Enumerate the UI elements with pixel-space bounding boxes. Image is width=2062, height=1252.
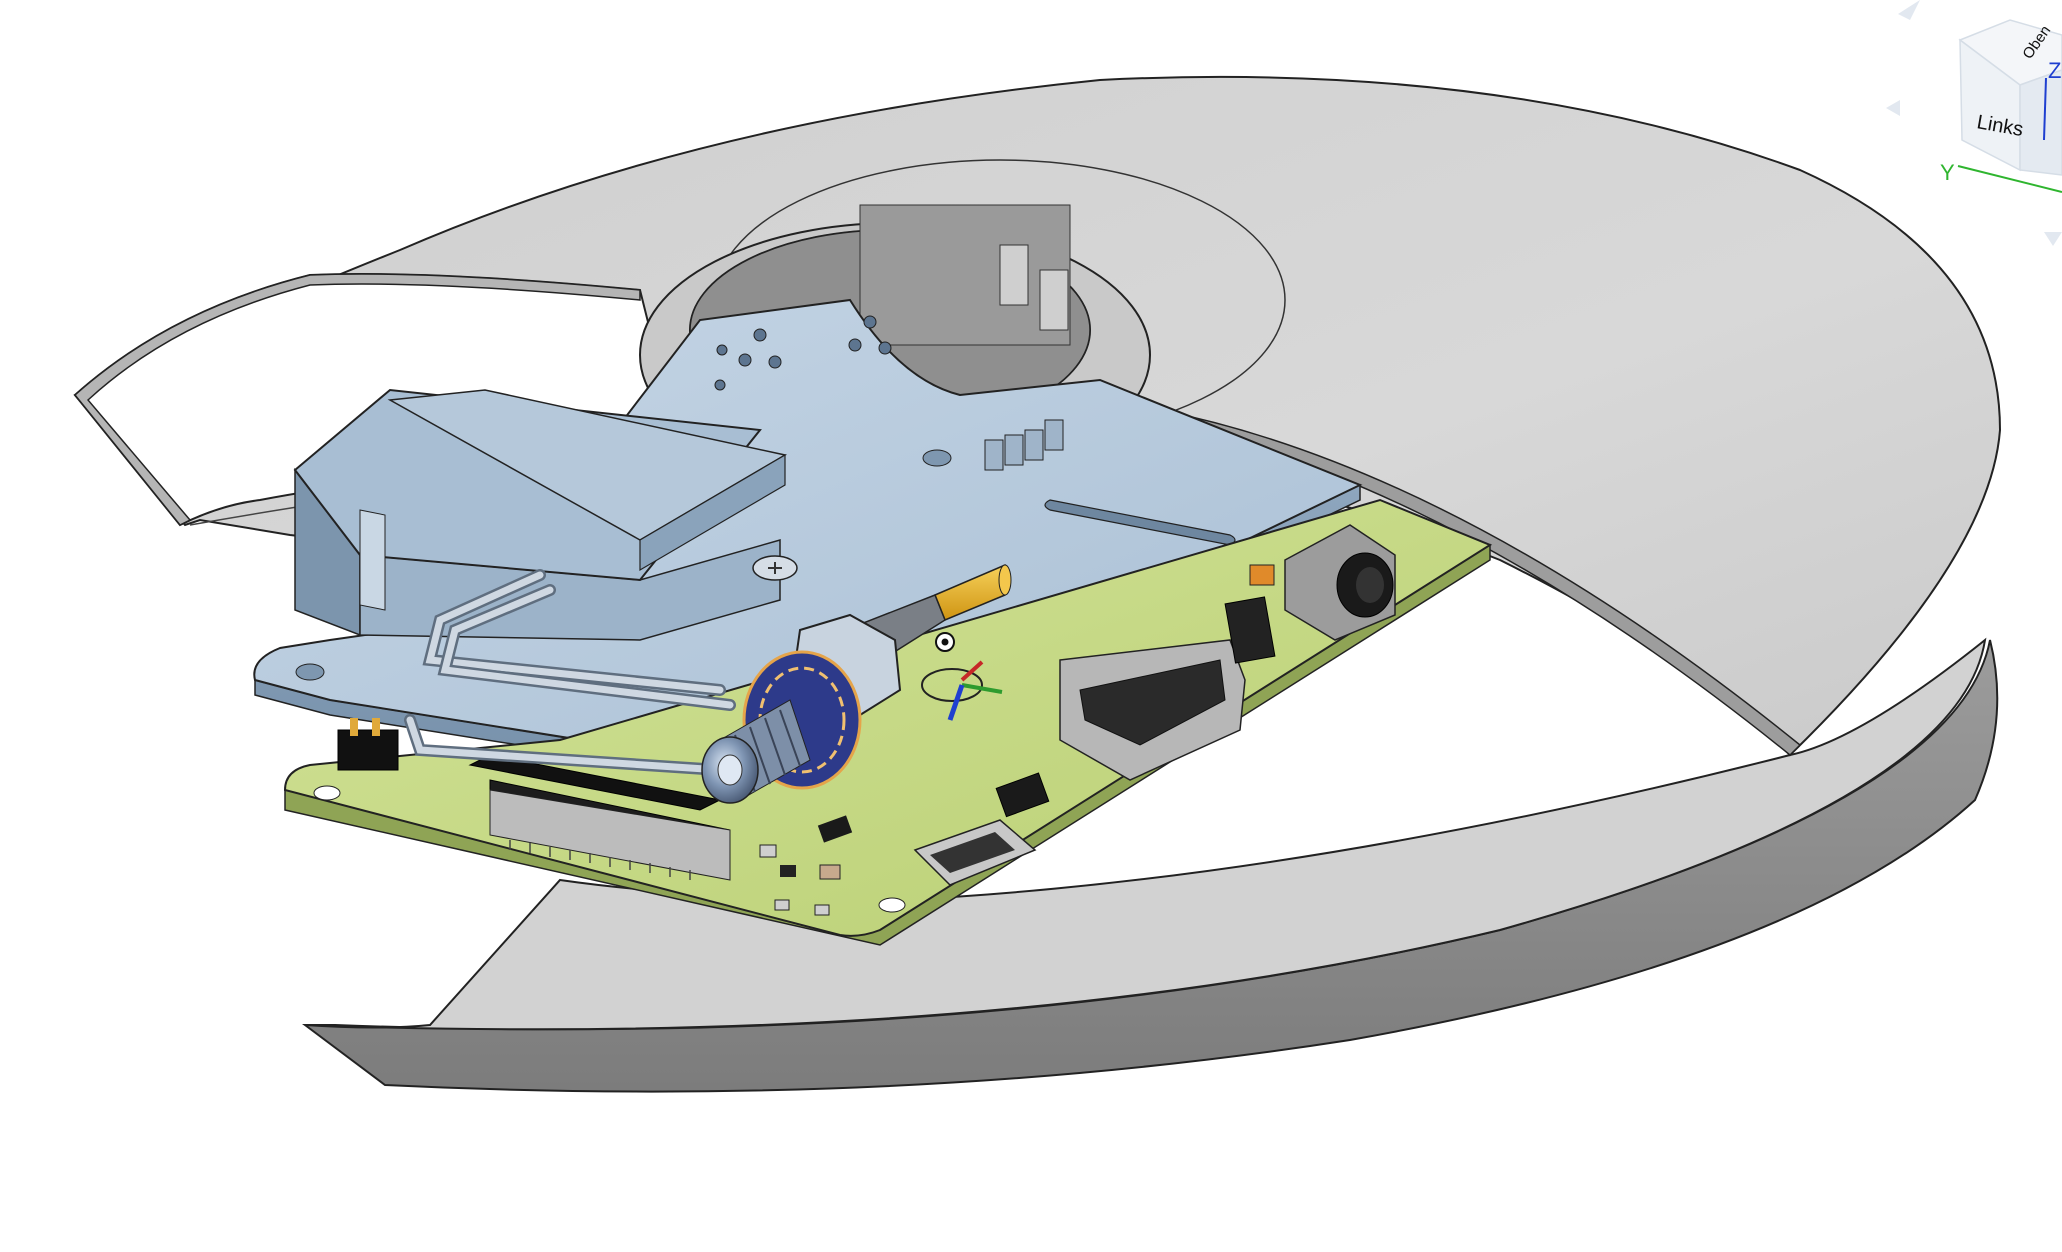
y-axis-label: Y	[1940, 160, 1955, 185]
triad-icon[interactable]	[921, 660, 1003, 721]
rotate-arrow-icon[interactable]	[1886, 100, 1900, 116]
wires	[404, 569, 736, 776]
pin-header	[337, 729, 399, 771]
z-axis-label: Z	[2048, 58, 2061, 83]
sma-connector[interactable]	[701, 564, 1012, 804]
viewcube-front-face[interactable]	[2019, 69, 2062, 176]
mate-connector-icon[interactable]	[935, 632, 955, 652]
camera-connector	[489, 789, 731, 881]
inner-servo-wall	[859, 204, 1071, 346]
rotate-arrow-icon[interactable]	[1898, 0, 1920, 20]
plate-teeth	[984, 419, 1064, 471]
viewcube-icon[interactable]: Oben Links Z Y	[1880, 0, 2062, 260]
plate-hole-pattern	[714, 315, 892, 391]
disc-cut-wall	[73, 273, 641, 526]
pcb-board[interactable]	[283, 498, 1493, 946]
y-axis-line	[1957, 165, 2062, 193]
plate-hole	[922, 449, 952, 467]
pcb-hole	[313, 785, 341, 801]
pcb-hole	[878, 897, 906, 913]
z-axis-line	[2043, 77, 2047, 141]
servo-notch	[359, 509, 386, 611]
servo-block[interactable]	[293, 388, 798, 641]
smd-component	[995, 772, 1050, 818]
mounting-plate[interactable]	[253, 298, 1363, 798]
plate-hole	[295, 663, 325, 681]
rotate-arrow-icon[interactable]	[2044, 232, 2062, 246]
